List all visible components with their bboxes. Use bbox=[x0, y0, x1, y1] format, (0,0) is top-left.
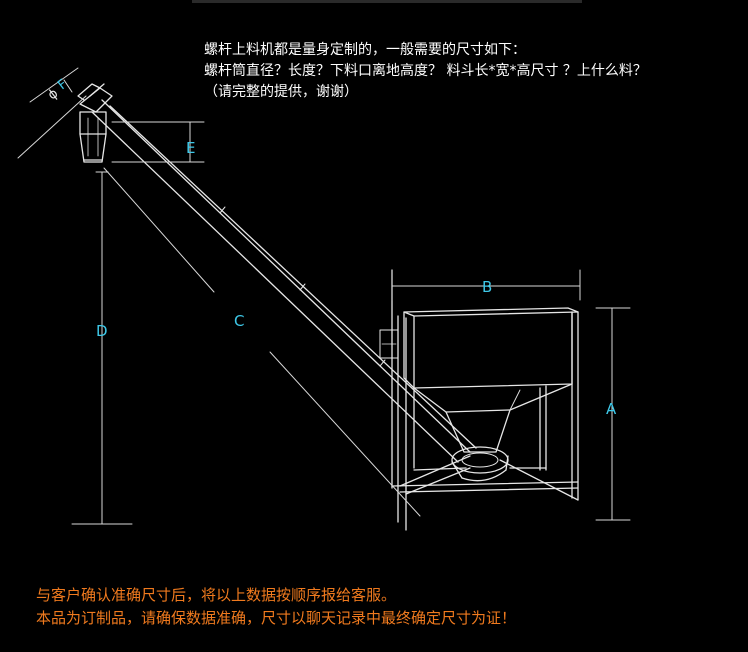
dimension-lines bbox=[17, 67, 631, 525]
dimension-label-a: A bbox=[606, 400, 617, 418]
discharge-head bbox=[77, 83, 113, 163]
order-notes: 与客户确认准确尺寸后，将以上数据按顺序报给客服。 本品为订制品，请确保数据准确，… bbox=[36, 584, 736, 630]
dimension-label-b: B bbox=[482, 278, 492, 296]
hopper-frame bbox=[379, 269, 579, 531]
diameter-symbol: ϕ bbox=[45, 86, 61, 103]
intro-line-2: 螺杆筒直径？长度？下料口离地高度？ 料斗长*宽*高尺寸 ？上什么料？ bbox=[204, 63, 647, 79]
intro-text: 螺杆上料机都是量身定制的，一般需要的尺寸如下： 螺杆筒直径？长度？下料口离地高度… bbox=[204, 40, 744, 103]
dimension-label-f: F bbox=[55, 77, 70, 93]
dimension-label-d: D bbox=[96, 322, 108, 340]
conveyor-tube bbox=[91, 99, 477, 463]
dimension-label-e: E bbox=[186, 139, 195, 157]
top-divider bbox=[192, 0, 582, 3]
intro-line-3: （请完整的提供，谢谢） bbox=[204, 84, 358, 100]
intro-line-1: 螺杆上料机都是量身定制的，一般需要的尺寸如下： bbox=[204, 42, 526, 58]
dimension-label-c: C bbox=[234, 312, 244, 330]
note-line-1: 与客户确认准确尺寸后，将以上数据按顺序报给客服。 bbox=[36, 586, 397, 604]
note-line-2: 本品为订制品，请确保数据准确，尺寸以聊天记录中最终确定尺寸为证！ bbox=[36, 609, 517, 627]
